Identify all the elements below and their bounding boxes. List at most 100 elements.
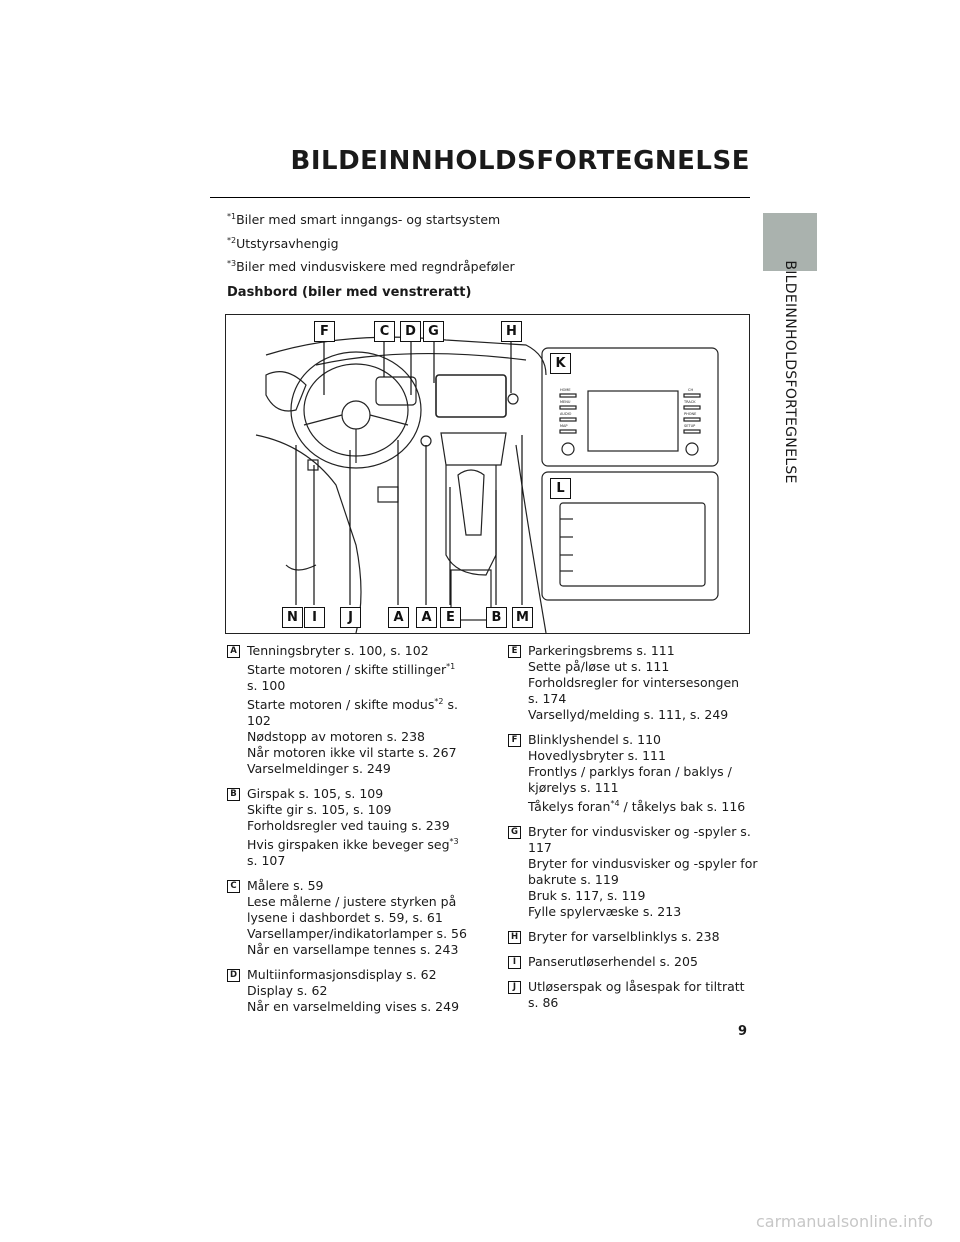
side-tab-text: BILDEINNHOLDSFORTEGNELSE bbox=[782, 260, 798, 484]
title-rule bbox=[210, 197, 750, 198]
callout-B: B bbox=[486, 607, 507, 628]
callout-A: A bbox=[416, 607, 437, 628]
entry-letter-badge: F bbox=[508, 734, 521, 747]
audio-button-label: TRACK bbox=[683, 400, 696, 404]
entry-letter-badge: G bbox=[508, 826, 521, 840]
entry-line: Frontlys / parklys foran / baklys / bbox=[528, 764, 732, 779]
footnote: *2Utstyrsavhengig bbox=[227, 231, 515, 255]
entry-line: Bruk s. 117, s. 119 bbox=[528, 888, 646, 904]
watermark: carmanualsonline.info bbox=[756, 1212, 934, 1231]
callout-M: M bbox=[512, 607, 533, 628]
entry-line: Panserutløserhendel s. 205 bbox=[528, 954, 698, 970]
entry-line: bakrute s. 119 bbox=[528, 872, 619, 888]
entry-line: Tenningsbryter s. 100, s. 102 bbox=[247, 643, 429, 658]
entry-line: Sette på/løse ut s. 111 bbox=[528, 659, 670, 674]
entry-line: Starte motoren / skifte stillinger*1 bbox=[247, 662, 456, 678]
entry-letter-badge: C bbox=[227, 880, 240, 894]
entry-line: Bryter for vindusvisker og -spyler for bbox=[528, 856, 758, 872]
entry-line: Display s. 62 bbox=[247, 983, 328, 999]
entry-line: lysene i dashbordet s. 59, s. 61 bbox=[247, 910, 443, 926]
footnote-text: Biler med smart inngangs- og startsystem bbox=[236, 212, 501, 228]
audio-button-label: SETUP bbox=[684, 424, 695, 428]
callout-K: K bbox=[550, 353, 571, 374]
entry-line: kjørelys s. 111 bbox=[528, 780, 619, 795]
dashboard-illustration: HOME MENU AUDIO MAP PHONE SETUP TRACK CH bbox=[255, 336, 719, 633]
footnote-text: Utstyrsavhengig bbox=[236, 235, 339, 251]
entry-line: Skifte gir s. 105, s. 109 bbox=[247, 802, 392, 818]
index-entry-G: G Bryter for vindusvisker og -spyler s. 1… bbox=[508, 824, 758, 920]
footnote-mark: *3 bbox=[227, 259, 237, 269]
entry-line: Når en varselmelding vises s. 249 bbox=[247, 999, 460, 1015]
callout-J: J bbox=[340, 607, 361, 628]
side-tab bbox=[763, 213, 817, 271]
entry-line: Målere s. 59 bbox=[247, 878, 324, 894]
entry-letter-badge: E bbox=[508, 645, 521, 658]
entry-line: s. 174 bbox=[528, 691, 567, 706]
entry-line: Multiinformasjonsdisplay s. 62 bbox=[247, 967, 437, 983]
index-entry-H: H Bryter for varselblinklys s. 238 bbox=[508, 929, 758, 945]
page-title: BILDEINNHOLDSFORTEGNELSE bbox=[290, 146, 750, 176]
entry-line: Fylle spylervæske s. 213 bbox=[528, 904, 682, 920]
footnote: *3Biler med vindusviskere med regndråpef… bbox=[227, 254, 515, 278]
audio-button-label: AUDIO bbox=[560, 412, 572, 416]
callout-D: D bbox=[400, 321, 421, 342]
callout-L: L bbox=[550, 478, 571, 499]
entry-line: Blinklyshendel s. 110 bbox=[528, 732, 661, 747]
entry-line: Når motoren ikke vil starte s. 267 bbox=[247, 745, 457, 761]
index-entry-I: I Panserutløserhendel s. 205 bbox=[508, 954, 758, 970]
entry-line: Når en varsellampe tennes s. 243 bbox=[247, 942, 459, 958]
entry-line: Bryter for vindusvisker og -spyler s. 11… bbox=[528, 824, 751, 856]
entry-line: s. 100 bbox=[247, 678, 286, 694]
entry-line: Tåkelys foran*4 / tåkelys bak s. 116 bbox=[528, 799, 746, 815]
entry-line: Varsellamper/indikatorlamper s. 56 bbox=[247, 926, 467, 942]
entry-line: Parkeringsbrems s. 111 bbox=[528, 643, 675, 658]
audio-button-label: MENU bbox=[560, 400, 571, 404]
footnote: *1Biler med smart inngangs- og startsyst… bbox=[227, 207, 515, 231]
callout-G: G bbox=[423, 321, 444, 342]
footnotes: *1Biler med smart inngangs- og startsyst… bbox=[227, 207, 515, 278]
entry-letter-badge: I bbox=[508, 956, 521, 970]
entry-line: Forholdsregler ved tauing s. 239 bbox=[247, 818, 450, 834]
entry-line: Hovedlysbryter s. 111 bbox=[528, 748, 666, 763]
entry-line: Utløserspak og låsespak for tiltratt bbox=[528, 979, 745, 995]
audio-button-label: PHONE bbox=[684, 412, 696, 416]
entry-line: Starte motoren / skifte modus*2 s. 102 bbox=[247, 697, 458, 729]
audio-button-label: HOME bbox=[560, 388, 571, 392]
entry-line: Lese målerne / justere styrken på bbox=[247, 894, 457, 910]
callout-C: C bbox=[374, 321, 395, 342]
entry-line: s. 107 bbox=[247, 853, 286, 869]
entry-line: Nødstopp av motoren s. 238 bbox=[247, 729, 426, 745]
footnote-text: Biler med vindusviskere med regndråpeføl… bbox=[236, 259, 515, 275]
entry-letter-badge: D bbox=[227, 969, 240, 983]
callout-N: N bbox=[282, 607, 303, 628]
entry-line: Bryter for varselblinklys s. 238 bbox=[528, 929, 720, 945]
dashboard-figure: HOME MENU AUDIO MAP PHONE SETUP TRACK CH… bbox=[225, 314, 750, 634]
entry-letter-badge: B bbox=[227, 788, 240, 802]
entry-letter-badge: H bbox=[508, 931, 521, 945]
callout-H: H bbox=[501, 321, 522, 342]
entry-line: Forholdsregler for vintersesongen bbox=[528, 675, 740, 690]
footnote-mark: *2 bbox=[227, 235, 237, 245]
callout-E: E bbox=[440, 607, 461, 628]
audio-button-label: MAP bbox=[560, 424, 568, 428]
entry-line: s. 86 bbox=[528, 995, 559, 1011]
entry-letter-badge: A bbox=[227, 645, 240, 658]
callout-F: F bbox=[314, 321, 335, 342]
audio-button-label: CH bbox=[688, 388, 693, 392]
callout-I: I bbox=[304, 607, 325, 628]
entry-line: Girspak s. 105, s. 109 bbox=[247, 786, 384, 802]
section-title: Dashbord (biler med venstreratt) bbox=[227, 285, 472, 300]
entry-line: Hvis girspaken ikke beveger seg*3 bbox=[247, 837, 459, 853]
page-number: 9 bbox=[738, 1024, 748, 1039]
entry-line: Varsellyd/melding s. 111, s. 249 bbox=[528, 707, 729, 722]
entry-line: Varselmeldinger s. 249 bbox=[247, 761, 391, 777]
